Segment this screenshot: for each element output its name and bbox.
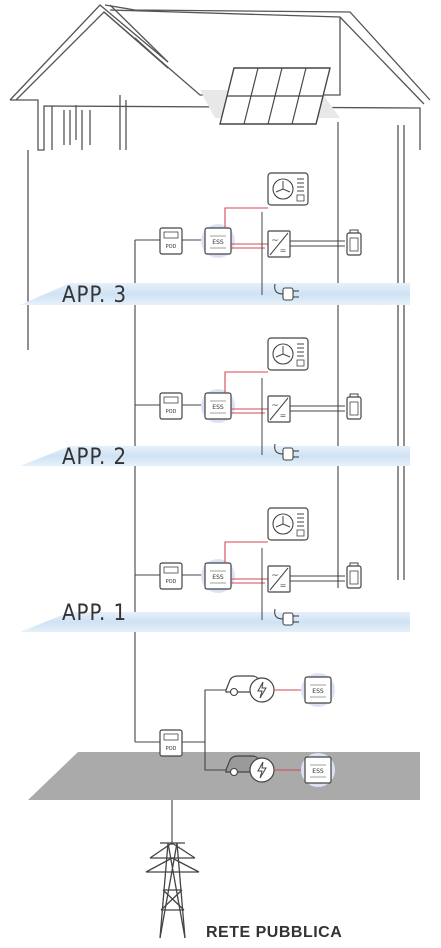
- house-outline: [9, 4, 431, 580]
- grid-label: RETE PUBBLICA: [206, 924, 342, 941]
- floor-label-app1: APP. 1: [62, 601, 127, 626]
- ev-charger-icon: [249, 757, 275, 783]
- ground-floor: [28, 672, 420, 800]
- floor-2: APP. 2: [20, 337, 410, 470]
- floor-3: APP. 3: [20, 172, 410, 308]
- ev-charger-icon: [249, 677, 275, 703]
- floor-label-app2: APP. 2: [62, 445, 127, 470]
- solar-panel-icon: [219, 67, 331, 125]
- power-pylon-icon: [145, 842, 200, 939]
- floor-label-app3: APP. 3: [62, 283, 127, 308]
- floor-1: APP. 1: [20, 507, 410, 632]
